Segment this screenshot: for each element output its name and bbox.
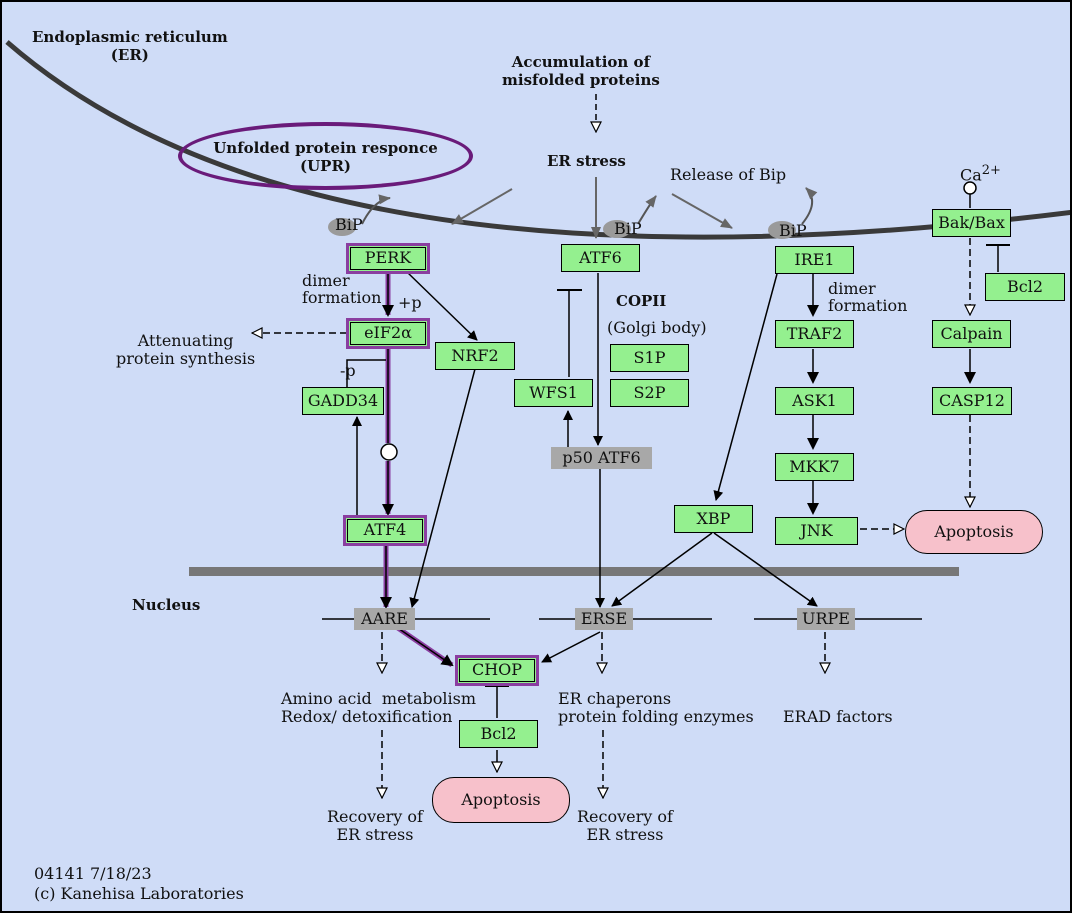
copyright: (c) Kanehisa Laboratories — [34, 884, 244, 903]
er-stress-label: ER stress — [547, 152, 626, 170]
map-id: 04141 7/18/23 — [34, 864, 152, 883]
copii-label: COPII — [616, 292, 667, 310]
node-atf6[interactable]: ATF6 — [561, 244, 640, 272]
element-erse[interactable]: ERSE — [575, 608, 633, 630]
nucleus-label: Nucleus — [132, 596, 201, 614]
node-bak-bax[interactable]: Bak/Bax — [932, 209, 1011, 237]
recovery-left-label: Recovery of ER stress — [327, 807, 423, 844]
node-xbp[interactable]: XBP — [674, 505, 753, 533]
node-s2p[interactable]: S2P — [610, 379, 689, 407]
minus-p-label: -p — [340, 361, 356, 380]
node-casp12[interactable]: CASP12 — [932, 387, 1012, 415]
er-membrane — [5, 40, 1070, 240]
recovery-right-label: Recovery of ER stress — [577, 807, 673, 844]
node-jnk[interactable]: JNK — [775, 517, 858, 545]
dimer-formation-left-label: dimer formation — [302, 271, 382, 307]
element-p50-atf6[interactable]: p50 ATF6 — [551, 447, 652, 469]
node-mkk7[interactable]: MKK7 — [775, 453, 854, 481]
node-traf2[interactable]: TRAF2 — [775, 320, 854, 348]
element-aare[interactable]: AARE — [354, 608, 415, 630]
node-atf4[interactable]: ATF4 — [343, 515, 427, 546]
accumulation-label: Accumulation of misfolded proteins — [502, 53, 660, 89]
apoptosis-bottom[interactable]: Apoptosis — [432, 777, 570, 823]
attenuating-label: Attenuating protein synthesis — [116, 331, 256, 368]
node-gadd34[interactable]: GADD34 — [302, 387, 384, 415]
node-perk[interactable]: PERK — [346, 243, 430, 274]
node-ask1[interactable]: ASK1 — [775, 387, 854, 415]
node-chop[interactable]: CHOP — [455, 655, 539, 686]
node-s1p[interactable]: S1P — [610, 344, 689, 372]
node-wfs1[interactable]: WFS1 — [514, 379, 593, 407]
erad-label: ERAD factors — [783, 707, 893, 726]
node-calpain[interactable]: Calpain — [932, 320, 1011, 348]
node-eif2a[interactable]: eIF2α — [346, 318, 430, 349]
ca-label: Ca2+ — [960, 163, 1001, 185]
element-urpe[interactable]: URPE — [797, 608, 855, 630]
bip-label-atf6: BiP — [614, 219, 642, 238]
bip-label-ire1: BiP — [779, 221, 807, 240]
upr-label: Unfolded protein responce (UPR) — [213, 139, 438, 175]
er-chaperons-label: ER chaperons protein folding enzymes — [558, 689, 754, 726]
dimer-formation-right-label: dimer formation — [828, 279, 908, 315]
release-bip-label: Release of Bip — [670, 165, 787, 184]
nuclear-membrane — [189, 567, 959, 576]
apoptosis-right[interactable]: Apoptosis — [905, 510, 1043, 554]
bip-label-perk: BiP — [335, 215, 363, 234]
node-bcl2-top[interactable]: Bcl2 — [985, 273, 1065, 301]
plus-p-label: +p — [398, 293, 422, 312]
node-ire1[interactable]: IRE1 — [775, 246, 854, 274]
golgi-label: (Golgi body) — [607, 318, 707, 337]
node-bcl2-bottom[interactable]: Bcl2 — [459, 720, 538, 748]
node-nrf2[interactable]: NRF2 — [435, 342, 515, 370]
upr-oval — [178, 122, 473, 190]
amino-acid-label: Amino acid metabolism Redox/ detoxificat… — [281, 689, 476, 726]
er-region-label: Endoplasmic reticulum (ER) — [32, 28, 228, 64]
